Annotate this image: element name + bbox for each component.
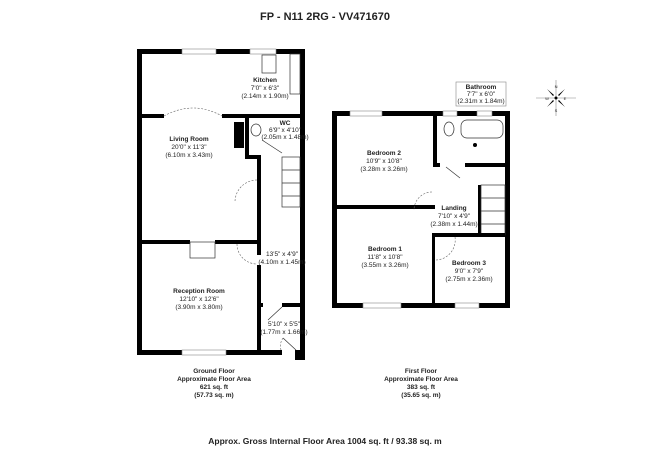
svg-text:S: S (555, 108, 558, 113)
svg-text:Landing: Landing (441, 205, 466, 212)
ground-floor-summary: Ground Floor Approximate Floor Area 621 … (177, 368, 251, 399)
bedroom-3-label: Bedroom 3 9'0" x 7'9" (2.75m x 2.36m) (445, 260, 492, 283)
svg-text:N: N (555, 84, 558, 89)
ground-floor-plan (137, 48, 305, 360)
svg-text:Bedroom 1: Bedroom 1 (368, 246, 402, 253)
svg-text:9'0" x 7'9": 9'0" x 7'9" (455, 268, 484, 275)
svg-text:Living Room: Living Room (169, 136, 209, 143)
svg-text:(3.55m x 3.26m): (3.55m x 3.26m) (361, 262, 408, 269)
svg-text:(6.10m x 3.43m): (6.10m x 3.43m) (165, 152, 212, 159)
porch-label: 5'10" x 5'5" (1.77m x 1.66m) (260, 321, 307, 336)
plan-title: FP - N11 2RG - VV471670 (260, 11, 390, 23)
bedroom-1-label: Bedroom 1 11'8" x 10'8" (3.55m x 3.26m) (361, 246, 408, 269)
svg-text:Kitchen: Kitchen (253, 77, 277, 84)
bedroom-2-label: Bedroom 2 10'9" x 10'8" (3.28m x 3.26m) (360, 150, 407, 173)
svg-text:First Floor: First Floor (405, 368, 438, 375)
first-floor-summary: First Floor Approximate Floor Area 383 s… (384, 368, 458, 399)
svg-text:621 sq. ft: 621 sq. ft (200, 384, 229, 391)
first-floor-plan (332, 110, 510, 309)
svg-text:6'9" x 4'10": 6'9" x 4'10" (269, 127, 302, 134)
svg-text:12'10" x 12'6": 12'10" x 12'6" (179, 296, 219, 303)
svg-text:7'10" x 4'9": 7'10" x 4'9" (438, 213, 471, 220)
svg-text:(57.73 sq. m): (57.73 sq. m) (194, 392, 233, 399)
svg-text:(1.77m x 1.66m): (1.77m x 1.66m) (260, 329, 307, 336)
svg-text:W: W (545, 96, 549, 101)
svg-text:(35.65 sq. m): (35.65 sq. m) (401, 392, 440, 399)
svg-text:WC: WC (280, 120, 291, 127)
svg-text:Bathroom: Bathroom (466, 84, 497, 91)
svg-text:Bedroom 3: Bedroom 3 (452, 260, 486, 267)
svg-text:(2.31m x 1.84m): (2.31m x 1.84m) (457, 98, 504, 105)
landing-label: Landing 7'10" x 4'9" (2.38m x 1.44m) (430, 205, 477, 228)
svg-text:Approximate Floor Area: Approximate Floor Area (177, 376, 251, 383)
reception-room-label: Reception Room 12'10" x 12'6" (3.90m x 3… (173, 288, 225, 311)
svg-text:Reception Room: Reception Room (173, 288, 225, 295)
svg-text:(4.10m x 1.45m): (4.10m x 1.45m) (258, 259, 305, 266)
svg-text:5'10" x 5'5": 5'10" x 5'5" (268, 321, 301, 328)
svg-text:E: E (564, 96, 567, 101)
svg-text:(3.90m x 3.80m): (3.90m x 3.80m) (175, 304, 222, 311)
svg-text:383 sq. ft: 383 sq. ft (407, 384, 436, 391)
total-floor-area: Approx. Gross Internal Floor Area 1004 s… (208, 436, 442, 446)
svg-text:Ground Floor: Ground Floor (193, 368, 235, 375)
svg-text:10'9" x 10'8": 10'9" x 10'8" (366, 158, 402, 165)
svg-text:7'7" x 6'0": 7'7" x 6'0" (467, 91, 496, 98)
svg-text:11'8" x 10'8": 11'8" x 10'8" (367, 254, 403, 261)
svg-text:(3.28m x 3.26m): (3.28m x 3.26m) (360, 166, 407, 173)
svg-text:7'0" x 6'3": 7'0" x 6'3" (251, 85, 280, 92)
svg-text:20'0" x 11'3": 20'0" x 11'3" (171, 144, 207, 151)
svg-text:(2.05m x 1.48m): (2.05m x 1.48m) (261, 134, 308, 141)
kitchen-label: Kitchen 7'0" x 6'3" (2.14m x 1.90m) (241, 77, 288, 100)
svg-text:Bedroom 2: Bedroom 2 (367, 150, 401, 157)
svg-text:(2.75m x 2.36m): (2.75m x 2.36m) (445, 276, 492, 283)
svg-text:(2.38m x 1.44m): (2.38m x 1.44m) (430, 221, 477, 228)
hall-label: 13'5" x 4'9" (4.10m x 1.45m) (258, 251, 305, 266)
svg-text:(2.14m x 1.90m): (2.14m x 1.90m) (241, 93, 288, 100)
wc-label: WC 6'9" x 4'10" (2.05m x 1.48m) (261, 120, 308, 141)
bathroom-label: Bathroom 7'7" x 6'0" (2.31m x 1.84m) (455, 81, 507, 107)
svg-text:13'5" x 4'9": 13'5" x 4'9" (266, 251, 299, 258)
living-room-label: Living Room 20'0" x 11'3" (6.10m x 3.43m… (165, 136, 212, 159)
svg-text:Approximate Floor Area: Approximate Floor Area (384, 376, 458, 383)
compass-icon: N S W E (536, 80, 576, 116)
